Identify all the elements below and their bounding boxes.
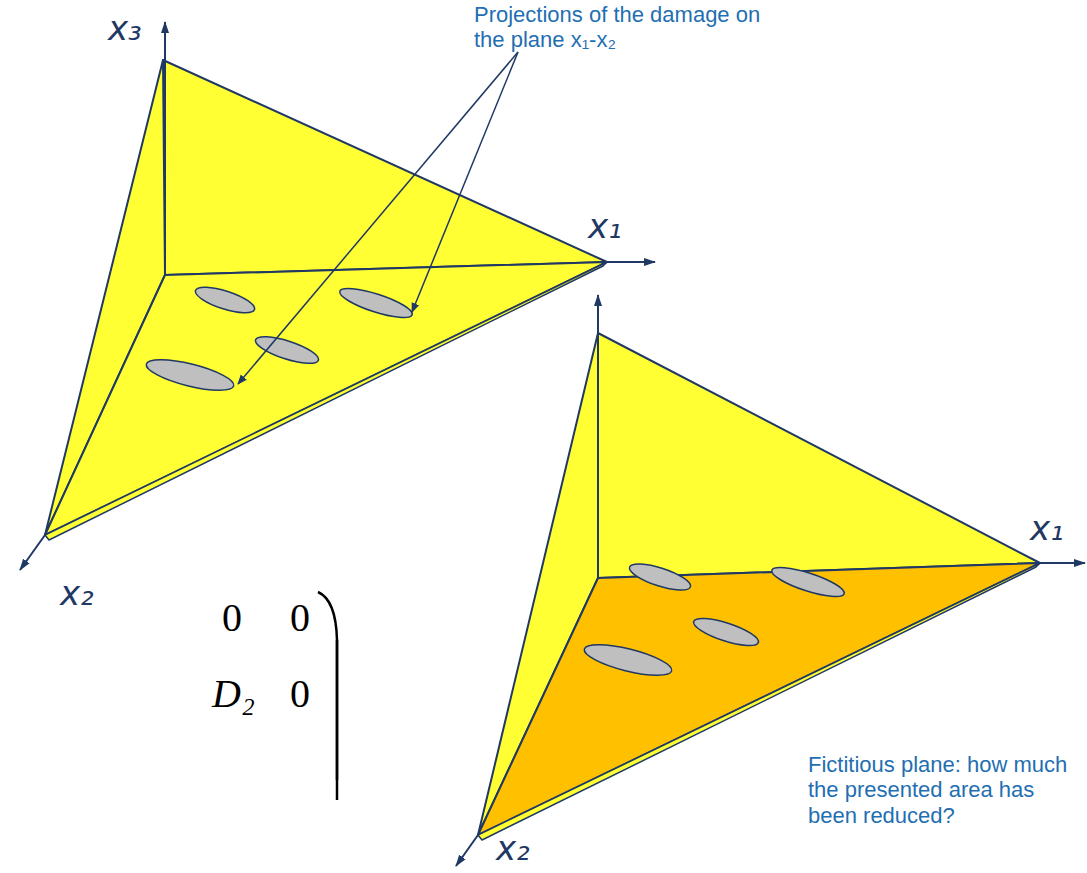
callout-note: Projections of the damage on the plane x… — [474, 2, 774, 53]
axis-label: x₁ — [1030, 510, 1064, 547]
tetrahedron-right — [456, 295, 1085, 866]
matrix-entry: 0 — [290, 596, 310, 640]
tetrahedron-left — [20, 22, 655, 570]
axis-label: x₂ — [496, 830, 530, 867]
matrix-entry: 0 — [290, 672, 310, 716]
axis-label: x₁ — [588, 208, 622, 245]
matrix-bracket — [318, 592, 337, 800]
axis-label: x₂ — [60, 575, 94, 612]
axis-label: x₃ — [108, 10, 142, 47]
matrix-entry: 0 — [222, 596, 242, 640]
callout-note: Fictitious plane: how much the presented… — [808, 752, 1083, 828]
matrix-entry: D₂ — [212, 672, 255, 716]
leader-lines — [238, 52, 518, 384]
